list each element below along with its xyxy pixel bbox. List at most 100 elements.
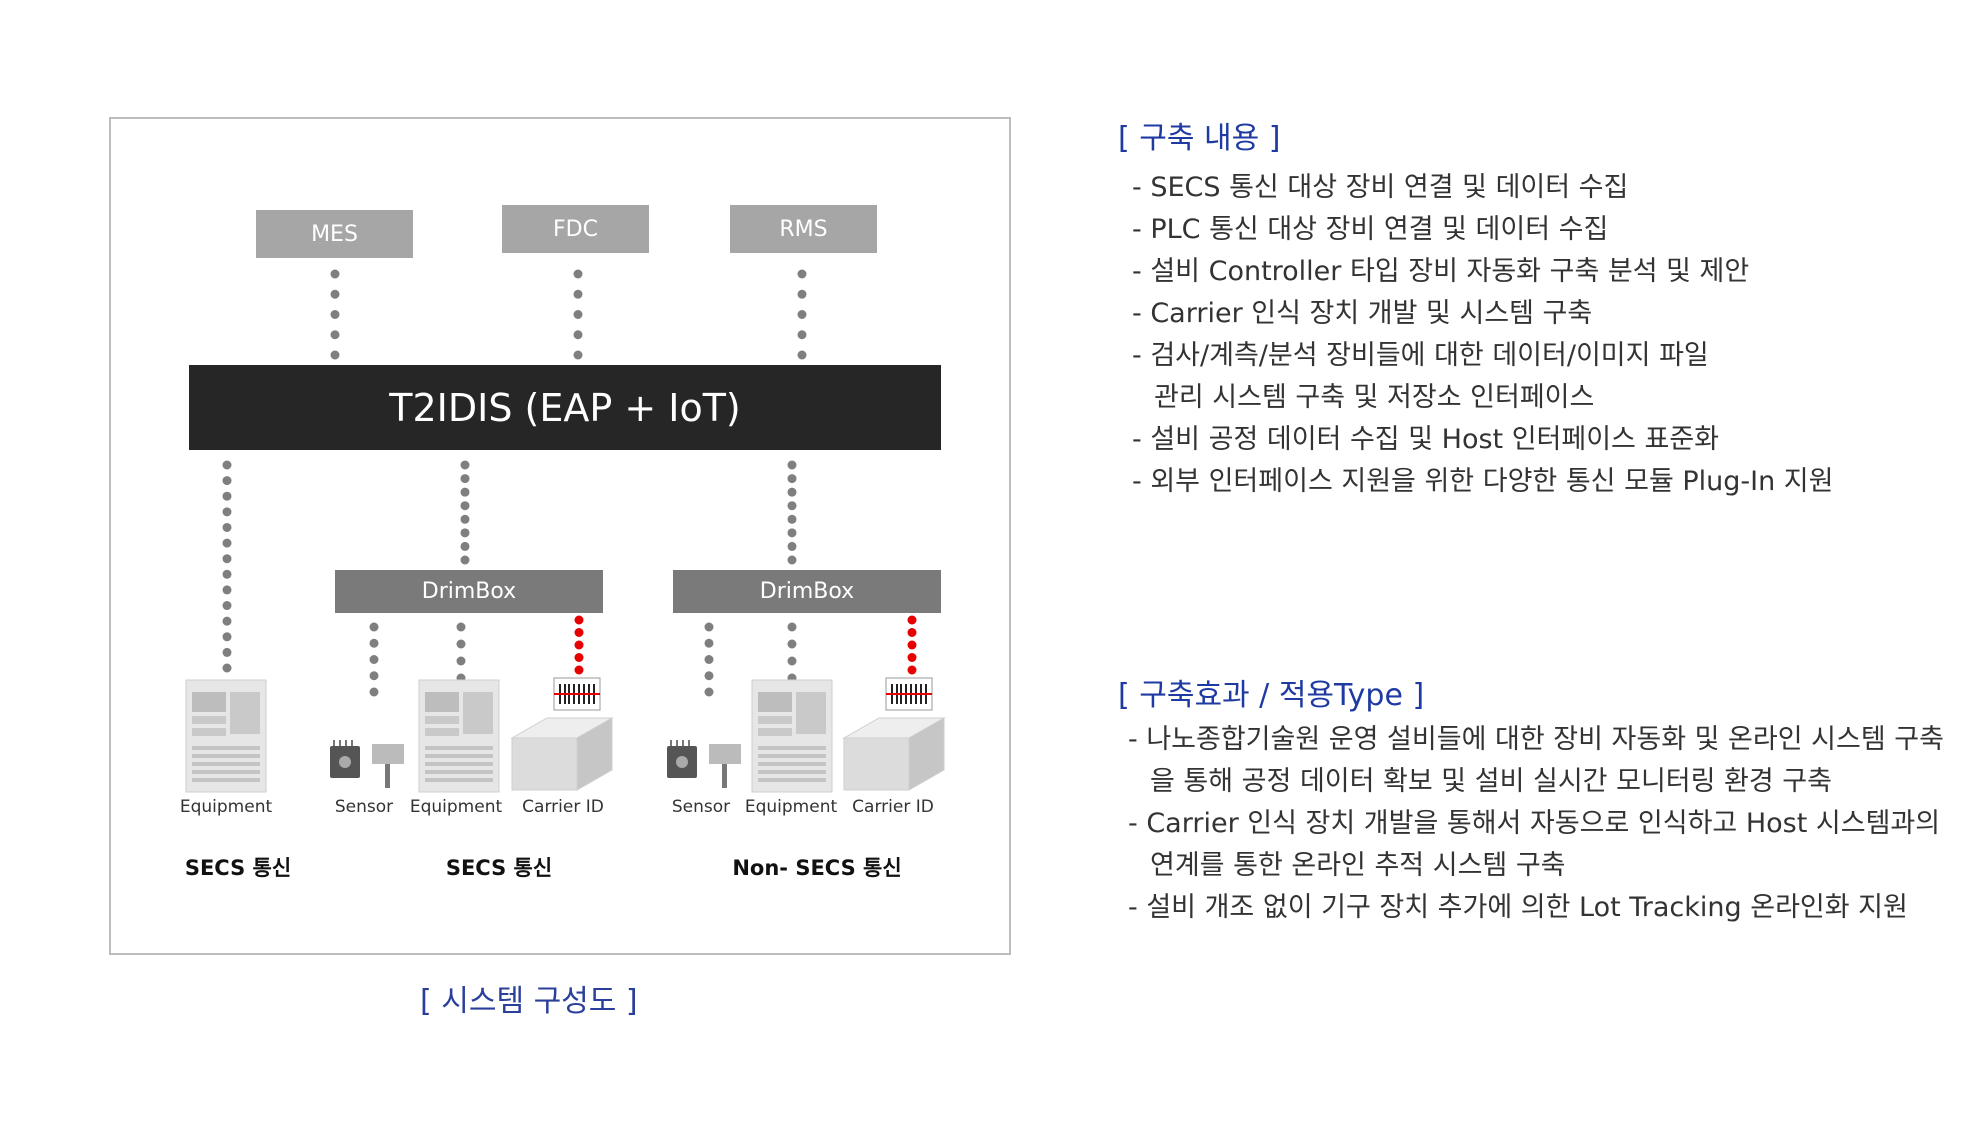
connector-dot bbox=[222, 569, 232, 579]
connector-dot bbox=[787, 622, 797, 632]
connector-dot bbox=[222, 647, 232, 657]
connector-dot bbox=[797, 310, 807, 319]
connector-dot bbox=[222, 632, 232, 642]
effects-title: [ 구축효과 / 적용Type ] bbox=[1118, 678, 1425, 713]
connector-dot bbox=[369, 687, 379, 697]
red-connector-dot bbox=[574, 665, 584, 675]
red-connector-dot bbox=[907, 665, 917, 675]
connector-dot bbox=[369, 638, 379, 648]
connector-dot bbox=[456, 639, 466, 649]
connector-dot bbox=[369, 671, 379, 681]
equipment-label: Equipment bbox=[409, 797, 503, 817]
equipment-label: Equipment bbox=[744, 797, 838, 817]
connector-dot bbox=[704, 638, 714, 648]
connector-dot bbox=[460, 460, 470, 470]
list-item: - 설비 공정 데이터 수집 및 Host 인터페이스 표준화 bbox=[1132, 424, 1719, 455]
connector-dot bbox=[787, 514, 797, 524]
connector-dot bbox=[222, 538, 232, 548]
red-connector-dot bbox=[574, 640, 584, 650]
connector-dot bbox=[797, 289, 807, 299]
red-connector-dot bbox=[574, 628, 584, 637]
list-item: - 나노종합기술원 운영 설비들에 대한 장비 자동화 및 온라인 시스템 구축 bbox=[1128, 724, 1944, 755]
red-connector-dot bbox=[907, 653, 917, 662]
group-label-secs-1: SECS 통신 bbox=[184, 856, 292, 880]
list-item: - SECS 통신 대상 장비 연결 및 데이터 수집 bbox=[1132, 172, 1629, 203]
red-connector-dot bbox=[907, 640, 917, 650]
connector-dot bbox=[787, 487, 797, 497]
red-connector-dot bbox=[574, 615, 584, 625]
connector-dot bbox=[797, 330, 807, 340]
connector-dot bbox=[460, 555, 470, 565]
carrier-id-label: Carrier ID bbox=[522, 797, 604, 817]
list-item: - 설비 Controller 타입 장비 자동화 구축 분석 및 제안 bbox=[1132, 256, 1750, 287]
list-item: 연계를 통한 온라인 추적 시스템 구축 bbox=[1150, 850, 1566, 881]
carrier-id-icon bbox=[510, 677, 614, 791]
red-connector-dot bbox=[907, 628, 917, 637]
effects-list: - 나노종합기술원 운영 설비들에 대한 장비 자동화 및 온라인 시스템 구축… bbox=[1128, 719, 1944, 929]
connector-dot bbox=[573, 310, 583, 319]
connector-dot bbox=[222, 554, 232, 564]
equipment-label: Equipment bbox=[179, 797, 273, 817]
connector-dot bbox=[456, 622, 466, 632]
construction-list: - SECS 통신 대상 장비 연결 및 데이터 수집 - PLC 통신 대상 … bbox=[1132, 167, 1833, 503]
list-item: - Carrier 인식 장치 개발을 통해서 자동으로 인식하고 Host 시… bbox=[1128, 808, 1941, 839]
connector-dot bbox=[704, 671, 714, 681]
group-label-secs-2: SECS 통신 bbox=[445, 856, 553, 880]
connector-dot bbox=[704, 655, 714, 664]
sensor-icon bbox=[330, 740, 404, 788]
connector-dot bbox=[787, 528, 797, 538]
equipment-icon bbox=[185, 679, 267, 793]
list-item: - 설비 개조 없이 기구 장치 추가에 의한 Lot Tracking 온라인… bbox=[1128, 892, 1908, 923]
list-item: - 외부 인터페이스 지원을 위한 다양한 통신 모듈 Plug-In 지원 bbox=[1132, 466, 1834, 497]
connector-dot bbox=[787, 501, 797, 511]
connector-dot bbox=[787, 541, 797, 551]
connector-dot bbox=[222, 460, 232, 470]
diagram-frame bbox=[109, 117, 1011, 955]
connector-dot bbox=[330, 330, 340, 340]
connector-dot bbox=[573, 350, 583, 360]
list-item: - Carrier 인식 장치 개발 및 시스템 구축 bbox=[1132, 298, 1593, 329]
connector-dot bbox=[787, 656, 797, 666]
red-connector-dot bbox=[907, 615, 917, 625]
connector-dot bbox=[460, 514, 470, 524]
carrier-id-icon bbox=[842, 677, 946, 791]
connector-dot bbox=[460, 474, 470, 484]
list-item: - PLC 통신 대상 장비 연결 및 데이터 수집 bbox=[1132, 214, 1609, 245]
construction-title: [ 구축 내용 ] bbox=[1118, 121, 1281, 156]
list-item: - 검사/계측/분석 장비들에 대한 데이터/이미지 파일 bbox=[1132, 340, 1709, 371]
connector-dot bbox=[222, 507, 232, 517]
connector-dot bbox=[460, 541, 470, 551]
sensor-label: Sensor bbox=[671, 797, 731, 817]
connector-dot bbox=[704, 622, 714, 632]
connector-dot bbox=[330, 269, 340, 279]
red-connector-dot bbox=[574, 653, 584, 662]
connector-dot bbox=[330, 350, 340, 360]
sensor-label: Sensor bbox=[334, 797, 394, 817]
connector-dot bbox=[456, 656, 466, 666]
connector-dot bbox=[704, 687, 714, 697]
connector-dot bbox=[787, 474, 797, 484]
connector-dot bbox=[797, 350, 807, 360]
drimbox-left: DrimBox bbox=[335, 570, 603, 613]
drimbox-right: DrimBox bbox=[673, 570, 941, 613]
connector-dot bbox=[460, 528, 470, 538]
rms-box: RMS bbox=[730, 205, 877, 253]
connector-dot bbox=[222, 522, 232, 532]
connector-dot bbox=[222, 663, 232, 673]
connector-dot bbox=[222, 585, 232, 595]
connector-dot bbox=[222, 476, 232, 486]
diagram-caption: [ 시스템 구성도 ] bbox=[420, 984, 638, 1019]
connector-dot bbox=[222, 616, 232, 626]
connector-dot bbox=[573, 330, 583, 340]
connector-dot bbox=[573, 289, 583, 299]
equipment-icon bbox=[751, 679, 833, 793]
t2idis-main-bar: T2IDIS (EAP + IoT) bbox=[189, 365, 941, 450]
connector-dot bbox=[797, 269, 807, 279]
connector-dot bbox=[460, 487, 470, 497]
list-item: 관리 시스템 구축 및 저장소 인터페이스 bbox=[1154, 382, 1595, 413]
connector-dot bbox=[222, 491, 232, 501]
group-label-non-secs: Non- SECS 통신 bbox=[732, 856, 902, 880]
connector-dot bbox=[787, 555, 797, 565]
connector-dot bbox=[369, 622, 379, 632]
list-item: 을 통해 공정 데이터 확보 및 설비 실시간 모니터링 환경 구축 bbox=[1150, 766, 1832, 797]
